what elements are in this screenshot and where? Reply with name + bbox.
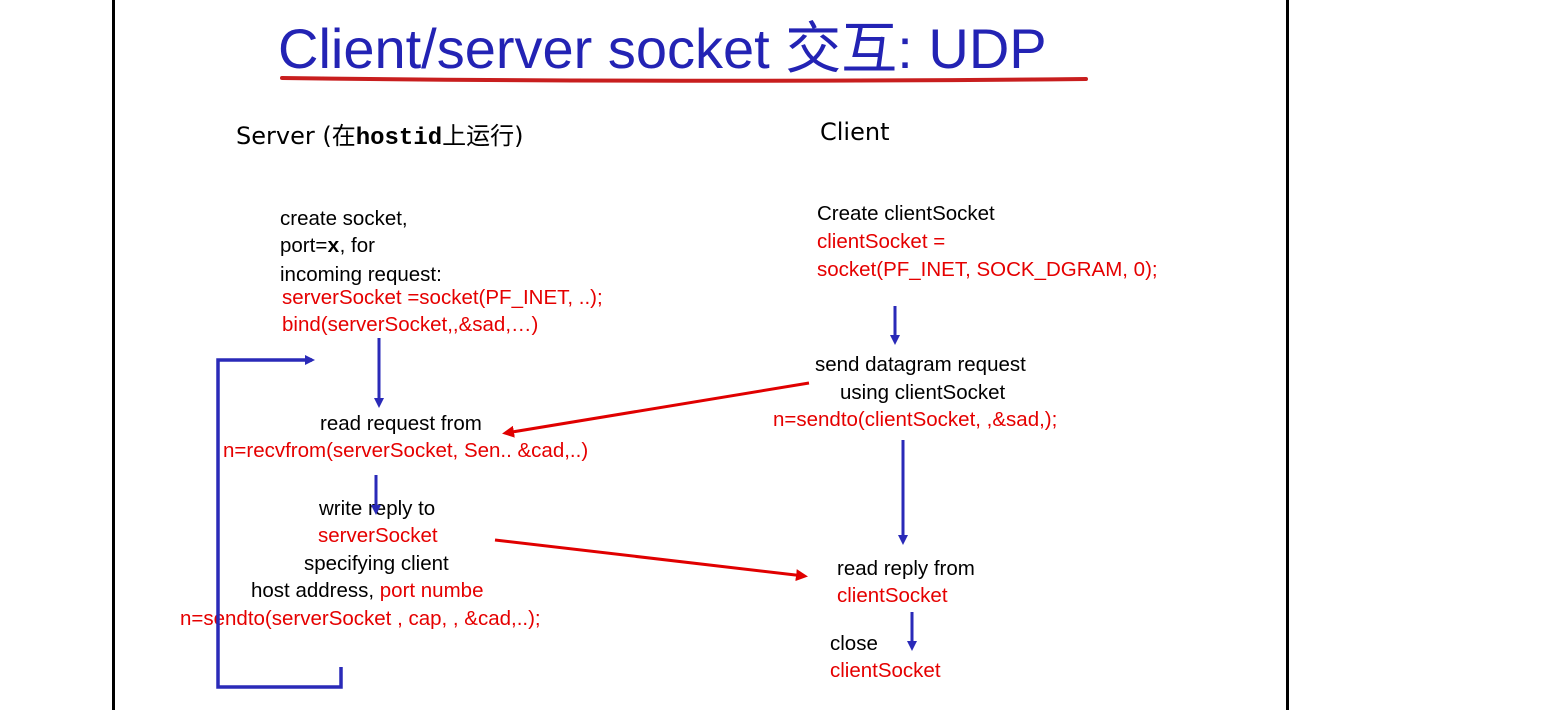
server-bind-call: bind(serverSocket,,&sad,…) [282, 313, 539, 336]
port-var: x [327, 236, 340, 259]
server-header-suffix: 上运行) [442, 122, 524, 150]
server-loop-arrow [216, 355, 343, 689]
port-label: port= [280, 234, 328, 257]
request-datagram-arrow [502, 381, 810, 438]
client-send-label: send datagram request [815, 353, 1026, 376]
client-close-label: close [830, 632, 878, 655]
client-close-socket: clientSocket [830, 659, 941, 682]
server-hostid: hostid [355, 125, 443, 152]
server-recvfrom-call: n=recvfrom(serverSocket, Sen.. &cad,..) [223, 439, 589, 462]
server-read-label: read request from [320, 412, 482, 435]
slide-title: Client/server socket 交互: UDP [278, 17, 1047, 80]
port-number-text: port numbe [379, 579, 484, 602]
server-create-line3: incoming request: [280, 263, 442, 286]
title-underline [280, 76, 1088, 83]
server-write-socket: serverSocket [318, 524, 438, 547]
host-address-text: host address, [251, 579, 380, 602]
client-create-code1: clientSocket = [817, 230, 946, 253]
client-read-label: read reply from [837, 557, 975, 580]
client-create-label: Create clientSocket [817, 202, 995, 225]
server-create-line1: create socket, [280, 207, 408, 230]
server-create-line2: port=x, for [280, 232, 442, 261]
slide-left-border [112, 0, 115, 710]
server-socket-call: serverSocket =socket(PF_INET, ..); [282, 286, 603, 309]
server-sendto-call: n=sendto(serverSocket , cap, , &cad,..); [180, 607, 541, 630]
server-create-code: serverSocket =socket(PF_INET, ..); bind(… [282, 284, 603, 338]
client-send-label2: using clientSocket [840, 381, 1006, 404]
client-header: Client [820, 118, 890, 146]
slide-right-border [1286, 0, 1289, 710]
client-sendto-call: n=sendto(clientSocket, ,&sad,); [773, 408, 1058, 431]
server-header-prefix: Server (在 [236, 122, 356, 150]
client-read-socket: clientSocket [837, 584, 948, 607]
client-create-code2: socket(PF_INET, SOCK_DGRAM, 0); [817, 258, 1158, 281]
port-suffix: , for [339, 234, 375, 257]
server-create-step: create socket, port=x, for incoming requ… [280, 205, 442, 288]
reply-datagram-arrow [494, 538, 808, 582]
server-host-address-label: host address, port numbe [251, 577, 483, 604]
server-specifying-label: specifying client [304, 552, 449, 575]
server-header: Server (在hostid上运行) [236, 116, 524, 152]
